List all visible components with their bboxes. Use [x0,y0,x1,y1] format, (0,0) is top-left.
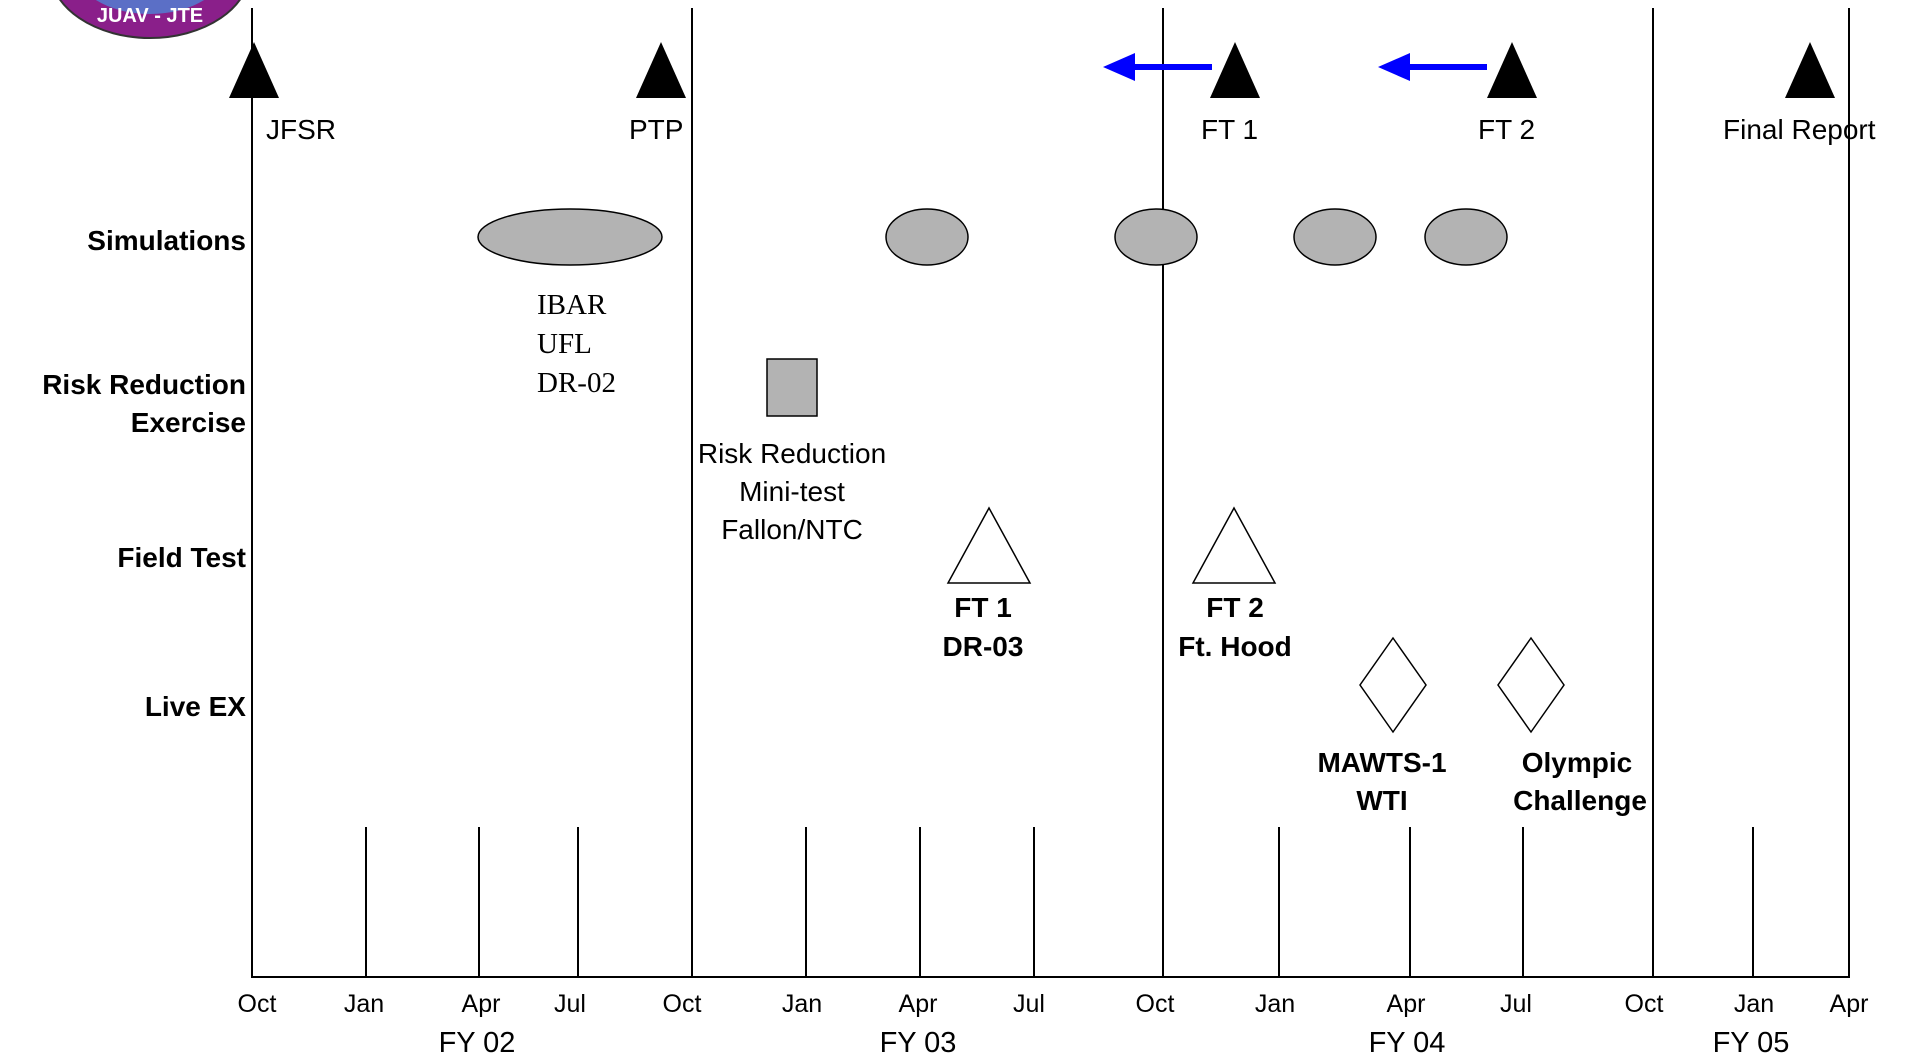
live-ex-olympic-label: Olympic [1522,747,1632,778]
live-ex-mawts-diamond [1359,636,1427,734]
field-test-ft2-triangle [1191,506,1277,584]
live-exercise-events [1359,636,1565,734]
axis-month-label: Jan [1734,990,1774,1018]
ufl-label: UFL [537,328,592,360]
milestone-final-report-label: Final Report [1723,114,1876,145]
row-label-simulations: Simulations [87,225,246,256]
field-test-ft1-label: FT 1 [954,592,1012,623]
fiscal-year-label: FY 02 [439,1027,516,1055]
risk-reduction-label-2: Mini-test [739,476,845,507]
row-label-risk-reduction: Risk Reduction [42,369,246,400]
milestone-ft1-label: FT 1 [1201,114,1258,145]
axis-month-label: Oct [663,990,702,1018]
field-test-ft1-triangle [946,506,1032,584]
live-ex-mawts-label: MAWTS-1 [1317,747,1446,778]
milestone-ft2-icon [1487,42,1537,98]
milestone-markers [229,42,1835,98]
fiscal-year-label: FY 03 [880,1027,957,1055]
simulation-ibar-ellipse [477,208,663,266]
simulation-ellipse-3 [1114,208,1198,266]
axis-month-label: Apr [462,990,501,1018]
axis-month-label: Apr [899,990,938,1018]
axis-month-label: Jul [1500,990,1532,1018]
risk-reduction-label-3: Fallon/NTC [721,514,863,545]
risk-reduction-square [766,358,818,417]
fiscal-year-label: FY 04 [1369,1027,1446,1055]
milestone-final-report-icon [1785,42,1835,98]
axis-month-label: Jul [1013,990,1045,1018]
axis-month-label: Oct [238,990,277,1018]
juav-jte-logo: JUAV - JTE [59,0,241,39]
axis-month-label: Oct [1136,990,1175,1018]
milestone-jfsr-label: JFSR [266,114,336,145]
schedule-slip-arrows [1103,53,1487,81]
axis-month-label: Apr [1830,990,1869,1018]
ibar-label: IBAR [537,289,607,321]
dr-02-label: DR-02 [537,367,616,399]
milestone-ptp-label: PTP [629,114,683,145]
milestone-ft2-label: FT 2 [1478,114,1535,145]
simulation-events [477,208,1508,266]
risk-reduction-label-1: Risk Reduction [698,438,886,469]
row-label-exercise: Exercise [131,407,246,438]
field-test-ft2-label: FT 2 [1206,592,1264,623]
simulation-ellipse-2 [885,208,969,266]
row-label-field-test: Field Test [117,542,246,573]
field-test-events [946,506,1277,584]
milestone-ptp-icon [636,42,686,98]
fiscal-year-boundaries [251,8,1850,978]
axis-month-label: Jul [554,990,586,1018]
milestone-jfsr-icon [229,42,279,98]
axis-month-label: Jan [1255,990,1295,1018]
simulation-ellipse-5 [1424,208,1508,266]
axis-month-label: Apr [1387,990,1426,1018]
field-test-dr03-label: DR-03 [943,631,1024,662]
row-label-live-ex: Live EX [145,691,246,722]
simulation-ellipse-4 [1293,208,1377,266]
live-ex-olympic-diamond [1497,636,1565,734]
ft2-slip-arrow-icon [1378,53,1410,81]
axis-month-label: Jan [782,990,822,1018]
milestone-ft1-icon [1210,42,1260,98]
axis-month-label: Jan [344,990,384,1018]
quarter-ticks [365,827,1754,977]
logo-text: JUAV - JTE [97,5,203,27]
axis-month-label: Oct [1625,990,1664,1018]
fiscal-year-label: FY 05 [1713,1027,1790,1055]
live-ex-challenge-label: Challenge [1513,785,1647,816]
live-ex-wti-label: WTI [1356,785,1407,816]
ft1-slip-arrow-icon [1103,53,1135,81]
field-test-ft-hood-label: Ft. Hood [1178,631,1292,662]
